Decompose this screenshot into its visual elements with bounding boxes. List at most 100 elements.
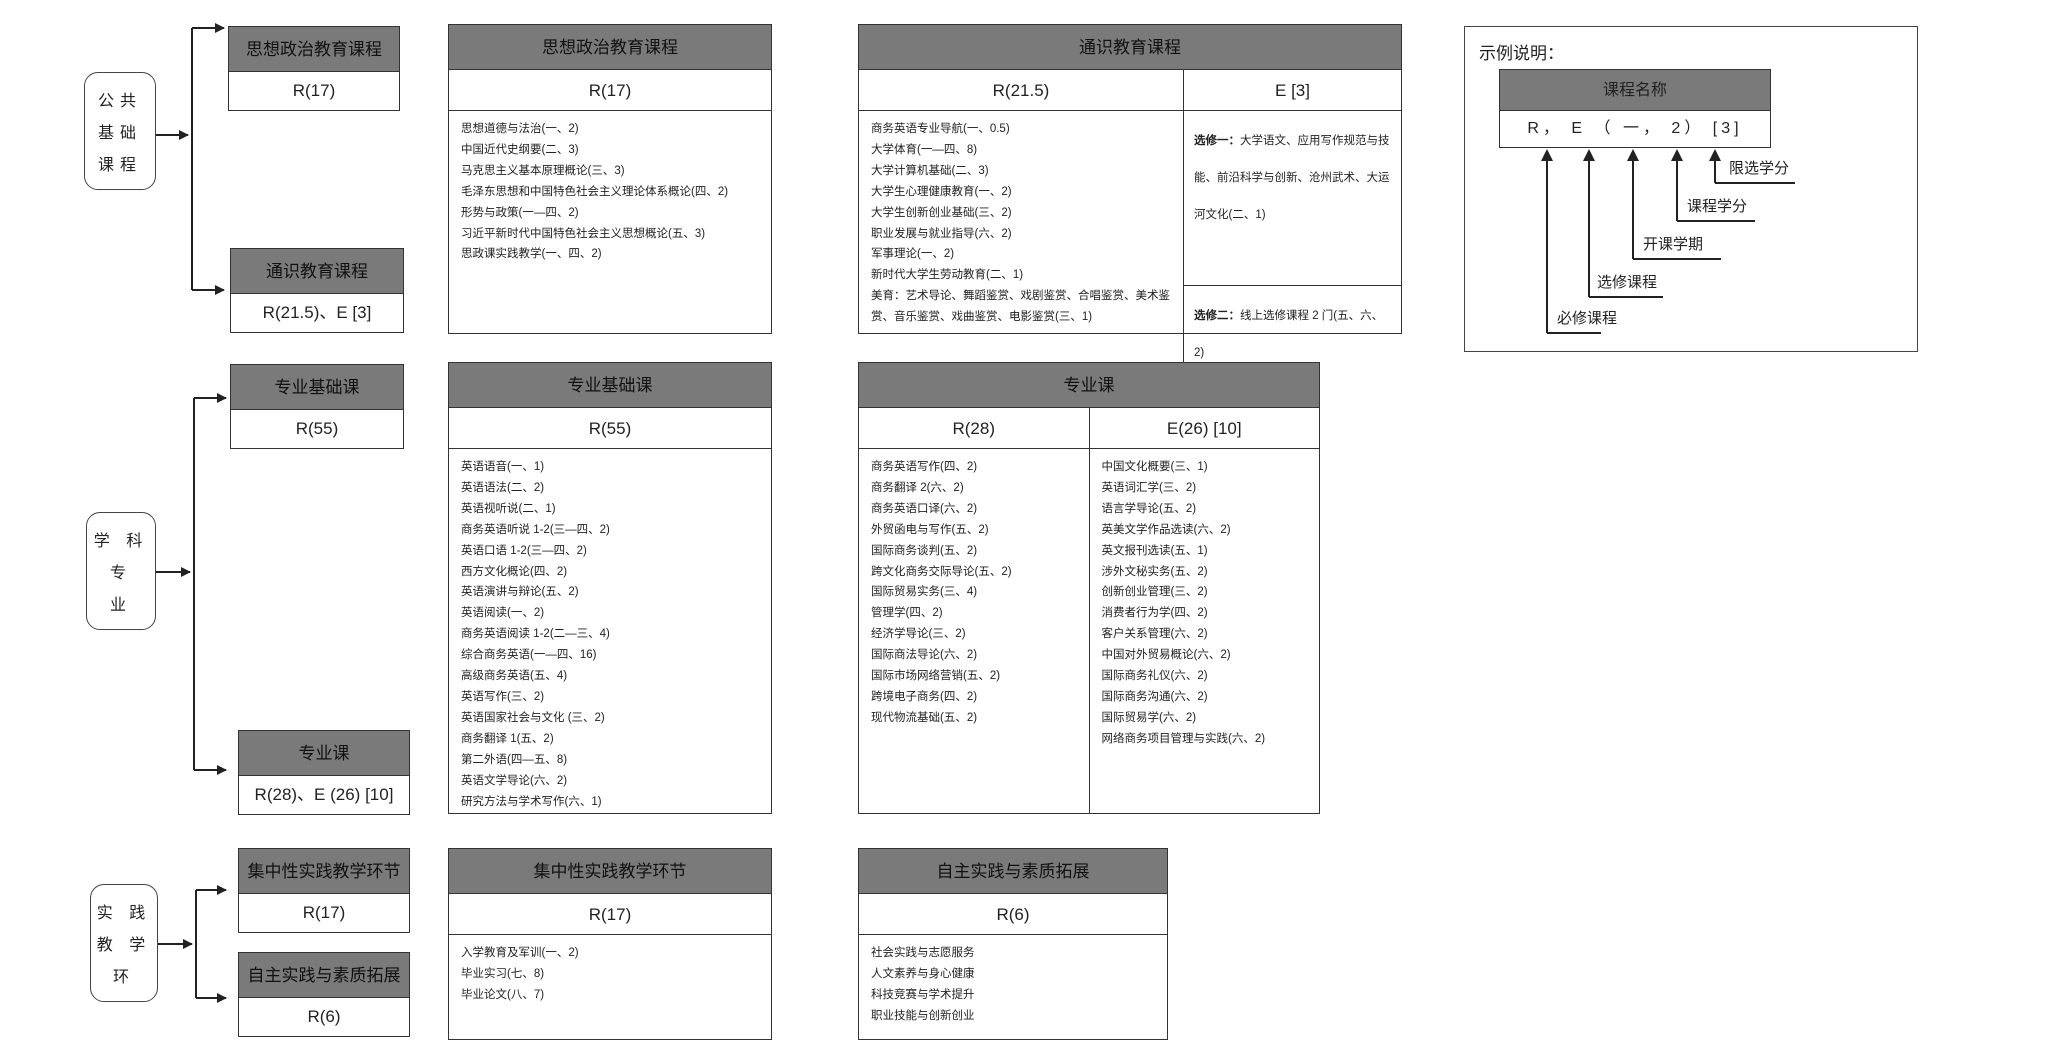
detail-autonomous: 自主实践与素质拓展 R(6) 社会实践与志愿服务 人文素养与身心健康 科技竞赛与… (858, 848, 1168, 1040)
legend-label-elective: 选修课程 (1597, 274, 1658, 291)
legend-box-value: R， E （ 一， 2） [3] (1527, 120, 1743, 137)
list-item: 人文素养与身心健康 (871, 967, 975, 980)
list-item: 语言学导论(五、2) (1101, 502, 1197, 515)
category-practice: 实 践 教 学 环 (90, 884, 158, 1002)
elective-group-2: 选修二：线上选修课程 2 门(五、六、2) (1184, 285, 1401, 384)
category-public-line2: 基础 (97, 125, 142, 142)
detail-basic-value: R(55) (449, 408, 771, 449)
list-item: 英语口语 1-2(三—四、2) (461, 544, 587, 557)
detail-general: 通识教育课程 R(21.5) 商务英语专业导航(一、0.5) 大学体育(一—四、… (858, 24, 1402, 384)
detail-major: 专业课 R(28) 商务英语写作(四、2) 商务翻译 2(六、2) 商务英语口译… (858, 362, 1320, 814)
summary-basic-name: 专业基础课 (231, 365, 403, 410)
category-public: 公共 基础 课程 (84, 72, 156, 190)
legend: 示例说明： 课程名称 R， E （ 一， 2） [3] 限选学分 课程学分 开课… (1464, 26, 1918, 352)
detail-concentrated-list: 入学教育及军训(一、2) 毕业实习(七、8) 毕业论文(八、7) (449, 935, 771, 1014)
list-item: 军事理论(一、2) (871, 248, 955, 261)
legend-title: 示例说明： (1479, 44, 1564, 63)
list-item: 形势与政策(一—四、2) (461, 206, 579, 219)
elective-group-1: 选修一：大学语文、应用写作规范与技能、前沿科学与创新、沧州武术、大运河文化(二、… (1184, 111, 1401, 285)
legend-label-limited-credit: 限选学分 (1729, 160, 1790, 177)
list-item: 毕业实习(七、8) (461, 967, 545, 980)
list-item: 科技竞赛与学术提升 (871, 988, 975, 1001)
list-item: 英语国家社会与文化 (三、2) (461, 711, 605, 724)
summary-concentrated-value: R(17) (302, 903, 346, 922)
category-public-line1: 公共 (97, 93, 142, 110)
list-item: 商务英语写作(四、2) (871, 461, 978, 473)
list-item: 消费者行为学(四、2) (1101, 607, 1208, 620)
list-item: 商务英语口译(六、2) (871, 502, 978, 515)
detail-major-title: 专业课 (859, 363, 1319, 408)
summary-major-name: 专业课 (239, 731, 409, 776)
summary-ideology-value: R(17) (292, 81, 336, 100)
list-item: 国际商法导论(六、2) (871, 649, 978, 662)
list-item: 英文报刊选读(五、1) (1101, 544, 1208, 557)
list-item: 马克思主义基本原理概论(三、3) (461, 164, 625, 177)
summary-basic: 专业基础课 R(55) (230, 364, 404, 449)
legend-label-semester: 开课学期 (1643, 236, 1704, 253)
list-item: 思政课实践教学(一、四、2) (461, 248, 602, 261)
summary-autonomous-value: R(6) (307, 1007, 341, 1026)
list-item: 中国近代史纲要(二、3) (461, 143, 579, 156)
elective-1-text: 大学语文、应用写作规范与技能、前沿科学与创新、沧州武术、大运河文化(二、1) (1194, 135, 1390, 221)
category-discipline: 学 科 专 业 (86, 512, 156, 630)
list-item: 大学生心理健康教育(一、2) (871, 185, 1012, 198)
detail-basic-list: 英语语音(一、1) 英语语法(二、2) 英语视听说(二、1) 商务英语听说 1-… (449, 449, 771, 820)
summary-basic-value: R(55) (295, 419, 339, 438)
summary-major-value: R(28)、E (26) [10] (254, 785, 394, 804)
list-item: 英语写作(三、2) (461, 690, 545, 703)
detail-major-required-header: R(28) (859, 408, 1089, 449)
detail-concentrated-title: 集中性实践教学环节 (449, 849, 771, 894)
list-item: 社会实践与志愿服务 (871, 947, 975, 959)
list-item: 职业发展与就业指导(六、2) (871, 227, 1012, 240)
summary-autonomous-name: 自主实践与素质拓展 (239, 953, 409, 998)
summary-concentrated: 集中性实践教学环节 R(17) (238, 848, 410, 933)
list-item: 现代物流基础(五、2) (871, 711, 978, 724)
legend-label-credit: 课程学分 (1687, 198, 1748, 215)
detail-basic: 专业基础课 R(55) 英语语音(一、1) 英语语法(二、2) 英语视听说(二、… (448, 362, 772, 814)
detail-general-required-list: 商务英语专业导航(一、0.5) 大学体育(一—四、8) 大学计算机基础(二、3)… (859, 111, 1183, 336)
list-item: 西方文化概论(四、2) (461, 565, 568, 578)
legend-arrows (1541, 149, 1795, 334)
elective-2-label: 选修二： (1194, 310, 1240, 322)
list-item: 英语视听说(二、1) (461, 502, 556, 515)
category-discipline-line3: 业 (109, 597, 132, 614)
category-discipline-line1: 学 科 (93, 533, 149, 550)
list-item: 客户关系管理(六、2) (1101, 628, 1208, 641)
list-item: 新时代大学生劳动教育(二、1) (871, 269, 1024, 282)
detail-major-elective-header: E(26) [10] (1089, 408, 1319, 449)
detail-general-required-header: R(21.5) (859, 70, 1183, 111)
detail-general-title: 通识教育课程 (859, 25, 1401, 70)
detail-major-required-list: 商务英语写作(四、2) 商务翻译 2(六、2) 商务英语口译(六、2) 外贸函电… (859, 449, 1089, 737)
summary-major: 专业课 R(28)、E (26) [10] (238, 730, 410, 815)
detail-autonomous-value: R(6) (859, 894, 1167, 935)
elective-1-label: 选修一： (1194, 135, 1240, 147)
list-item: 研究方法与学术写作(六、1) (461, 795, 602, 808)
summary-general-value: R(21.5)、E [3] (262, 303, 372, 322)
legend-label-required: 必修课程 (1557, 310, 1618, 327)
list-item: 第二外语(四—五、8) (461, 753, 568, 766)
legend-box-title: 课程名称 (1500, 70, 1770, 111)
list-item: 英语语音(一、1) (461, 461, 545, 473)
list-item: 毕业论文(八、7) (461, 988, 545, 1001)
list-item: 经济学导论(三、2) (871, 628, 966, 641)
elective-2-text: 线上选修课程 2 门(五、六、2) (1194, 310, 1384, 359)
list-item: 网络商务项目管理与实践(六、2) (1101, 732, 1266, 745)
category-practice-line2: 教 学 (96, 937, 152, 954)
list-item: 国际贸易实务(三、4) (871, 586, 978, 599)
list-item: 英美文学作品选读(六、2) (1101, 523, 1231, 536)
summary-general-name: 通识教育课程 (231, 249, 403, 294)
list-item: 入学教育及军训(一、2) (461, 947, 579, 959)
list-item: 商务英语阅读 1-2(二—三、4) (461, 628, 610, 641)
list-item: 创新创业管理(三、2) (1101, 586, 1208, 599)
legend-example-box: 课程名称 R， E （ 一， 2） [3] (1499, 69, 1771, 148)
list-item: 毛泽东思想和中国特色社会主义理论体系概论(四、2) (461, 185, 729, 198)
list-item: 跨境电子商务(四、2) (871, 690, 978, 703)
list-item: 综合商务英语(一—四、16) (461, 649, 597, 662)
list-item: 中国文化概要(三、1) (1101, 461, 1208, 473)
list-item: 美育：艺术导论、舞蹈鉴赏、戏剧鉴赏、合唱鉴赏、美术鉴赏、音乐鉴赏、戏曲鉴赏、电影… (871, 290, 1170, 324)
detail-basic-title: 专业基础课 (449, 363, 771, 408)
detail-major-elective-list: 中国文化概要(三、1) 英语词汇学(三、2) 语言学导论(五、2) 英美文学作品… (1090, 449, 1320, 758)
list-item: 跨文化商务交际导论(五、2) (871, 565, 1012, 578)
list-item: 商务翻译 2(六、2) (871, 481, 964, 494)
